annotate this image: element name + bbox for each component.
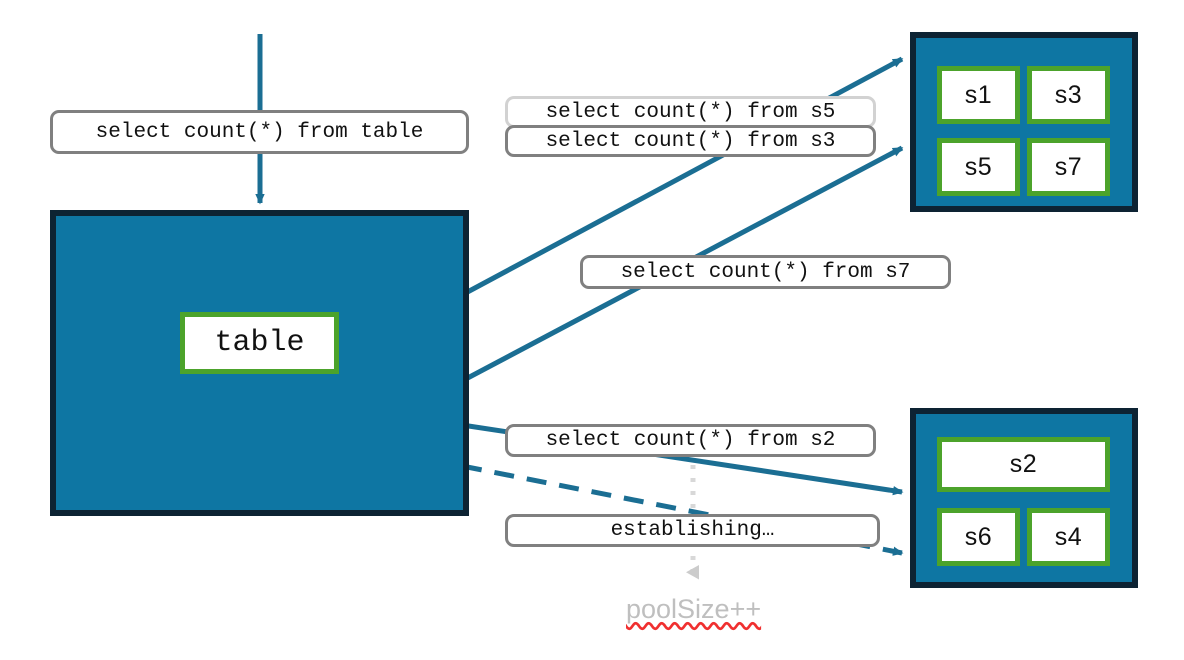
server-cell-s7[interactable]: s7 [1027,138,1110,196]
callout-query-s2-text: select count(*) from s2 [545,429,836,452]
callout-establishing-text: establishing… [610,519,775,542]
callout-query-s7[interactable]: select count(*) from s7 [580,255,951,289]
server-cell-s6-label: s6 [964,522,993,551]
server-cell-s1-label: s1 [964,80,993,109]
server-cell-s5[interactable]: s5 [937,138,1020,196]
server-cell-s6[interactable]: s6 [937,508,1020,566]
server-cell-s4-label: s4 [1054,522,1083,551]
callout-query-s7-text: select count(*) from s7 [620,260,911,284]
callout-query-s3-text: select count(*) from s3 [545,129,836,153]
server-cell-s3-label: s3 [1054,80,1083,109]
table-cell-label: table [214,326,305,360]
callout-query-s3[interactable]: select count(*) from s3 [505,125,876,157]
callout-query-s5-text: select count(*) from s5 [545,100,836,124]
server-cell-s2[interactable]: s2 [937,437,1110,492]
table-cell[interactable]: table [180,312,339,374]
server-cell-s7-label: s7 [1054,152,1083,181]
poolsize-annotation-text: poolSize++ [626,594,762,624]
callout-query-s2[interactable]: select count(*) from s2 [505,424,876,457]
callout-query-s5[interactable]: select count(*) from s5 [505,96,876,128]
server-cell-s2-label: s2 [1009,450,1038,478]
server-cell-s3[interactable]: s3 [1027,66,1110,124]
server-cell-s5-label: s5 [964,152,993,181]
callout-establishing[interactable]: establishing… [505,514,880,547]
server-cell-s1[interactable]: s1 [937,66,1020,124]
callout-entry-query[interactable]: select count(*) from table [50,110,469,154]
poolsize-annotation: poolSize++ [626,594,761,625]
server-cell-s4[interactable]: s4 [1027,508,1110,566]
callout-entry-query-text: select count(*) from table [95,120,424,144]
